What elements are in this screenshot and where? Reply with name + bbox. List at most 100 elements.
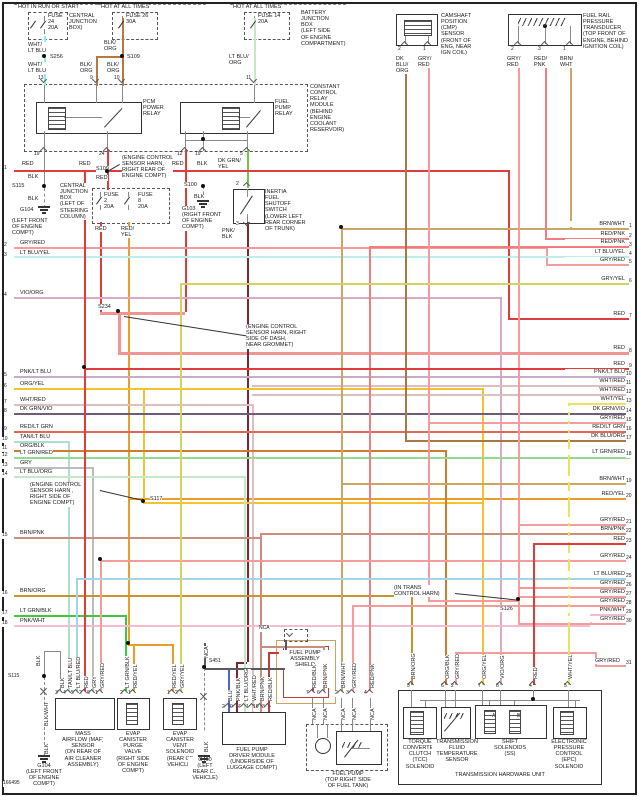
wire-label: FUSE 8 20A [138,192,153,211]
motor-icon [315,738,331,754]
wire-label: RED/LT GRN [20,424,53,431]
wire-label: 2 [236,181,239,188]
wire [341,483,630,485]
wire-label: RED/BLK [268,677,275,701]
wire-label: RED [565,361,625,368]
wire-label: 8 [629,348,632,355]
wire [352,605,354,691]
wire-label: PNK/LT BLU [20,369,51,376]
wire-label: RED [95,226,107,233]
junction-dot [339,225,343,229]
wire-label: S451 [209,658,221,665]
wire-label: BRN/ORG [20,588,46,595]
wire [100,312,185,315]
wire-label: 30 [626,618,632,625]
wire-label: BRN/PNK [260,676,267,701]
wire-label: BLK [28,174,39,181]
wire-label: 6 [629,278,632,285]
wire [575,700,576,707]
wire [76,578,630,580]
wire [68,441,70,691]
wire [545,24,546,44]
wire-label: 6 [317,690,320,697]
wire-label: 11 [246,75,252,82]
wire-label: BLK [194,194,205,201]
wire-label: GRY/RED [565,598,625,605]
wire-label: LT GRN/RED [565,449,625,456]
wire-label: G104 [20,207,34,214]
wire-label: 1 [246,704,249,711]
wire-label: DK GRN/ YEL [218,158,241,171]
wire-label: FUSE 24 20A [48,13,63,32]
wire [236,662,247,664]
wire [122,85,123,103]
wire [568,403,630,405]
wire-label: 13 [626,398,632,405]
wire-label: LT BLU/YEL [20,250,51,257]
wire [260,533,630,535]
wire [44,16,45,21]
wire-label: 5 [71,690,74,697]
wire-label: GRY [92,676,99,688]
wire [518,623,630,625]
wire-label: LT BLU/YEL [565,249,625,256]
wire [247,214,248,222]
wire [96,56,98,86]
wire-label: RED/YEL [565,491,625,498]
wire [100,222,102,312]
wire-label: RED/YEL [133,664,140,688]
wire [185,131,186,151]
wire [64,117,102,118]
wire [14,297,500,299]
wire [96,85,97,103]
junction-dot [98,557,102,561]
wire-label: RED/BLK [312,664,319,688]
shield-outer-box [276,640,336,704]
wire-label: (ENGINE CONTROL SENSOR HARN, RIGHT SIDE … [246,324,307,349]
wire-label: BRN/ORG [411,653,418,679]
coil-icon [126,703,138,725]
coil-icon [560,711,574,735]
wire-label: TRANSMISSION HARDWARE UNIT [440,772,560,779]
wire-label: FUSE 2 20A [104,192,119,211]
wire-label: G103 (RIGHT FRONT OF ENGINE COMPT) [182,206,222,231]
wire-label: 9 [4,426,7,433]
wire [546,247,548,264]
wire-label: 6 [441,683,444,690]
wire-label: 1 [423,46,426,53]
ground-icon [197,200,209,202]
wire-label: LT GRN/RED [20,450,53,457]
wire [514,700,515,705]
resistor-icon [444,713,464,719]
wire [428,36,429,44]
evap-vent-box [163,698,197,730]
wire-label: 3 [538,46,541,53]
wire [122,18,124,58]
wire-label: WHT/YEL [565,396,625,403]
wire [44,651,60,652]
wire-label: ORG/YEL [20,381,45,388]
wire-label: GRY/RED [565,415,625,422]
wire-label: 7 [4,399,7,406]
wire-label: GRY/ RED [507,56,521,69]
wire [14,625,590,627]
wire [445,450,447,685]
wire-label: 1 [128,690,131,697]
wire-label: 28 [626,600,632,607]
wire [128,644,172,646]
wire [508,170,510,318]
wire-label: 5 [564,683,567,690]
wire [317,724,318,738]
wire [204,668,205,755]
wire-label: 14 [2,471,8,478]
fuel-pump-relay-box [180,102,274,134]
wire-label: 19 [626,478,632,485]
ground-icon [40,209,48,211]
wire-label: 31 [626,660,632,667]
wire-label: BRN/WHT [565,476,625,483]
wire-label: GRY/RED [565,553,625,560]
wire-label: 19 [195,151,201,158]
wire [143,388,145,502]
wire-label: FUEL RAIL PRESSURE TRANSDUCER (TOP FRONT… [583,13,628,50]
wire-label: 2 [398,46,401,53]
